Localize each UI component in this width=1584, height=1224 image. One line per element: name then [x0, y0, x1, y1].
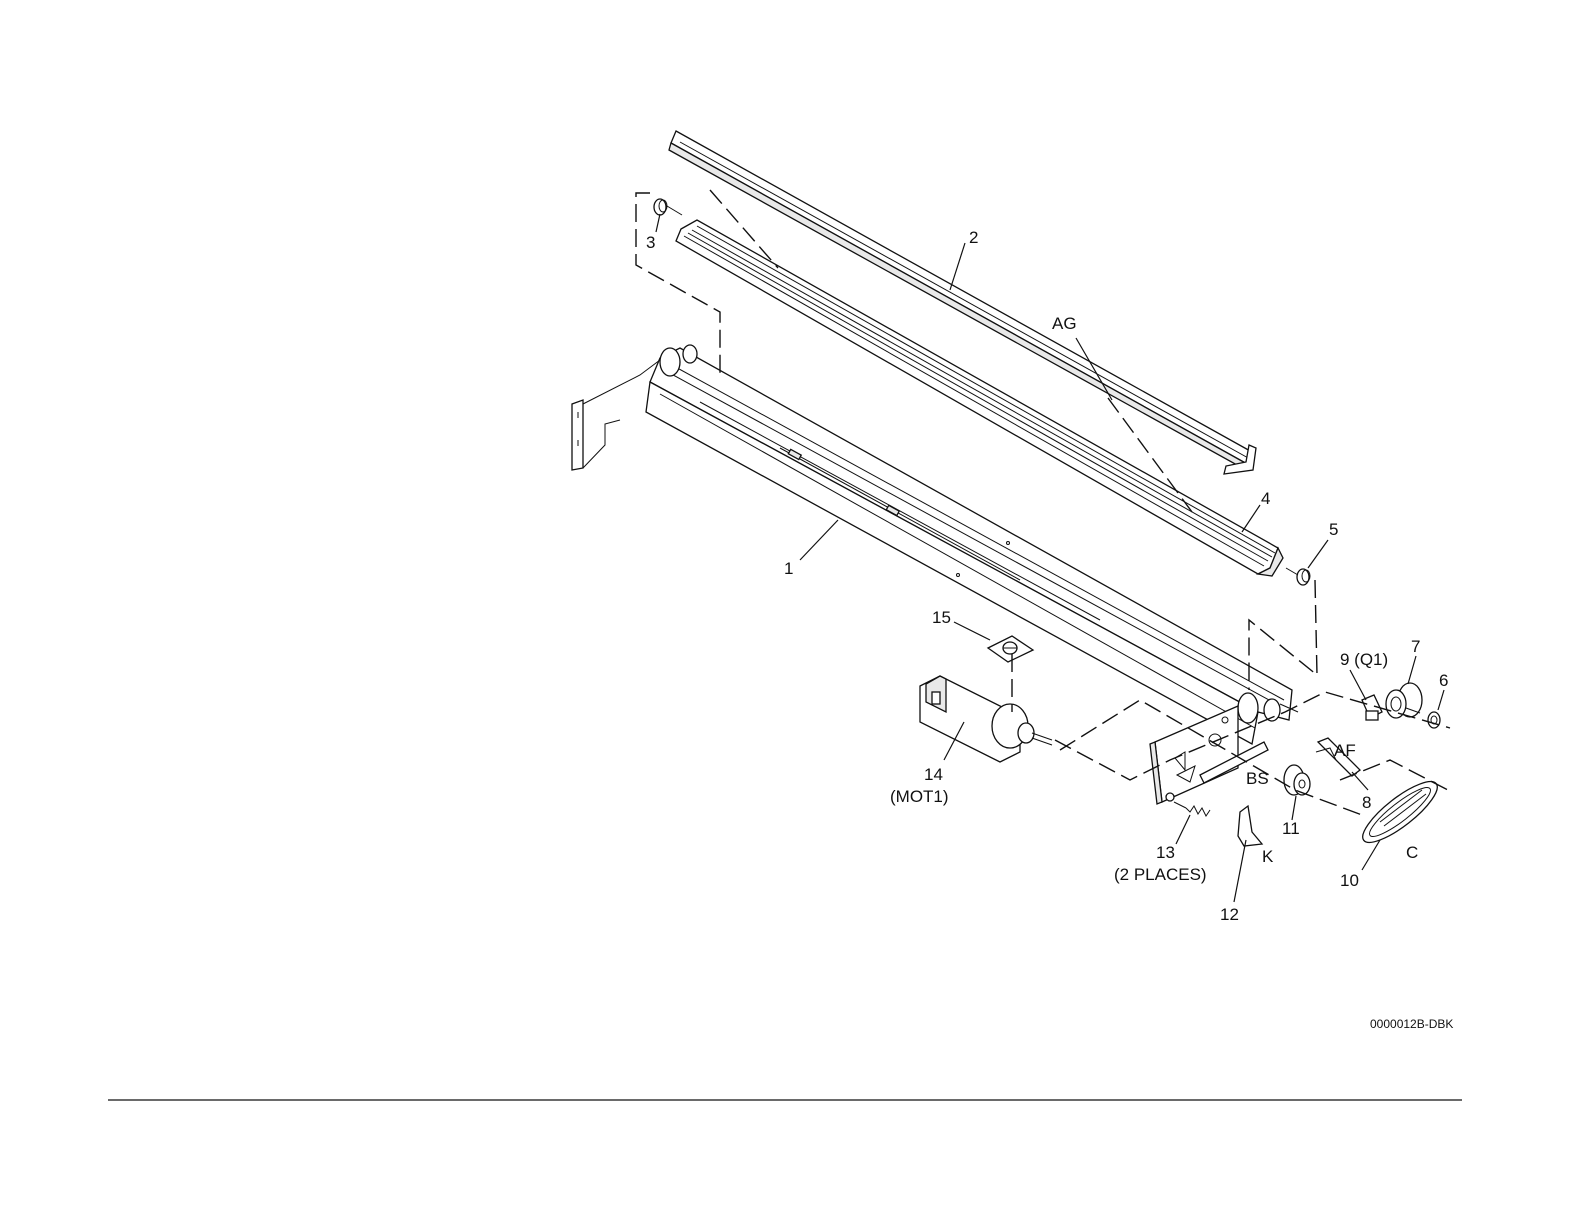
callout-3: 3: [646, 233, 655, 252]
callout-15: 15: [932, 608, 951, 627]
part-3-spring: [654, 199, 682, 215]
callout-af: AF: [1334, 741, 1356, 760]
callout-4: 4: [1261, 489, 1270, 508]
part-15-screw: [988, 636, 1033, 662]
callout-6: 6: [1439, 671, 1448, 690]
callout-10: 10: [1340, 871, 1359, 890]
callout-ag: AG: [1052, 314, 1077, 333]
callout-14-note: (MOT1): [890, 787, 949, 806]
callout-5: 5: [1329, 520, 1338, 539]
figure-code: 0000012B-DBK: [1370, 1017, 1453, 1031]
part-5-spring: [1286, 568, 1310, 585]
part-10-belt: [1355, 773, 1445, 852]
callout-2: 2: [969, 228, 978, 247]
part-12-clip: [1238, 806, 1262, 846]
callout-14: 14: [924, 765, 943, 784]
part-13-spring: [1174, 802, 1210, 816]
callout-7: 7: [1411, 637, 1420, 656]
callout-8: 8: [1362, 793, 1371, 812]
part-14-motor: [920, 676, 1052, 762]
callout-13: 13: [1156, 843, 1175, 862]
callout-k: K: [1262, 847, 1274, 866]
callout-12: 12: [1220, 905, 1239, 924]
callout-c: C: [1406, 843, 1418, 862]
part-7-gear: [1386, 683, 1422, 718]
callout-bs: BS: [1246, 769, 1269, 788]
callout-1: 1: [784, 559, 793, 578]
callout-9: 9 (Q1): [1340, 650, 1388, 669]
callout-13-note: (2 PLACES): [1114, 865, 1207, 884]
part-6-clip: [1428, 712, 1440, 728]
callout-11: 11: [1282, 819, 1300, 838]
